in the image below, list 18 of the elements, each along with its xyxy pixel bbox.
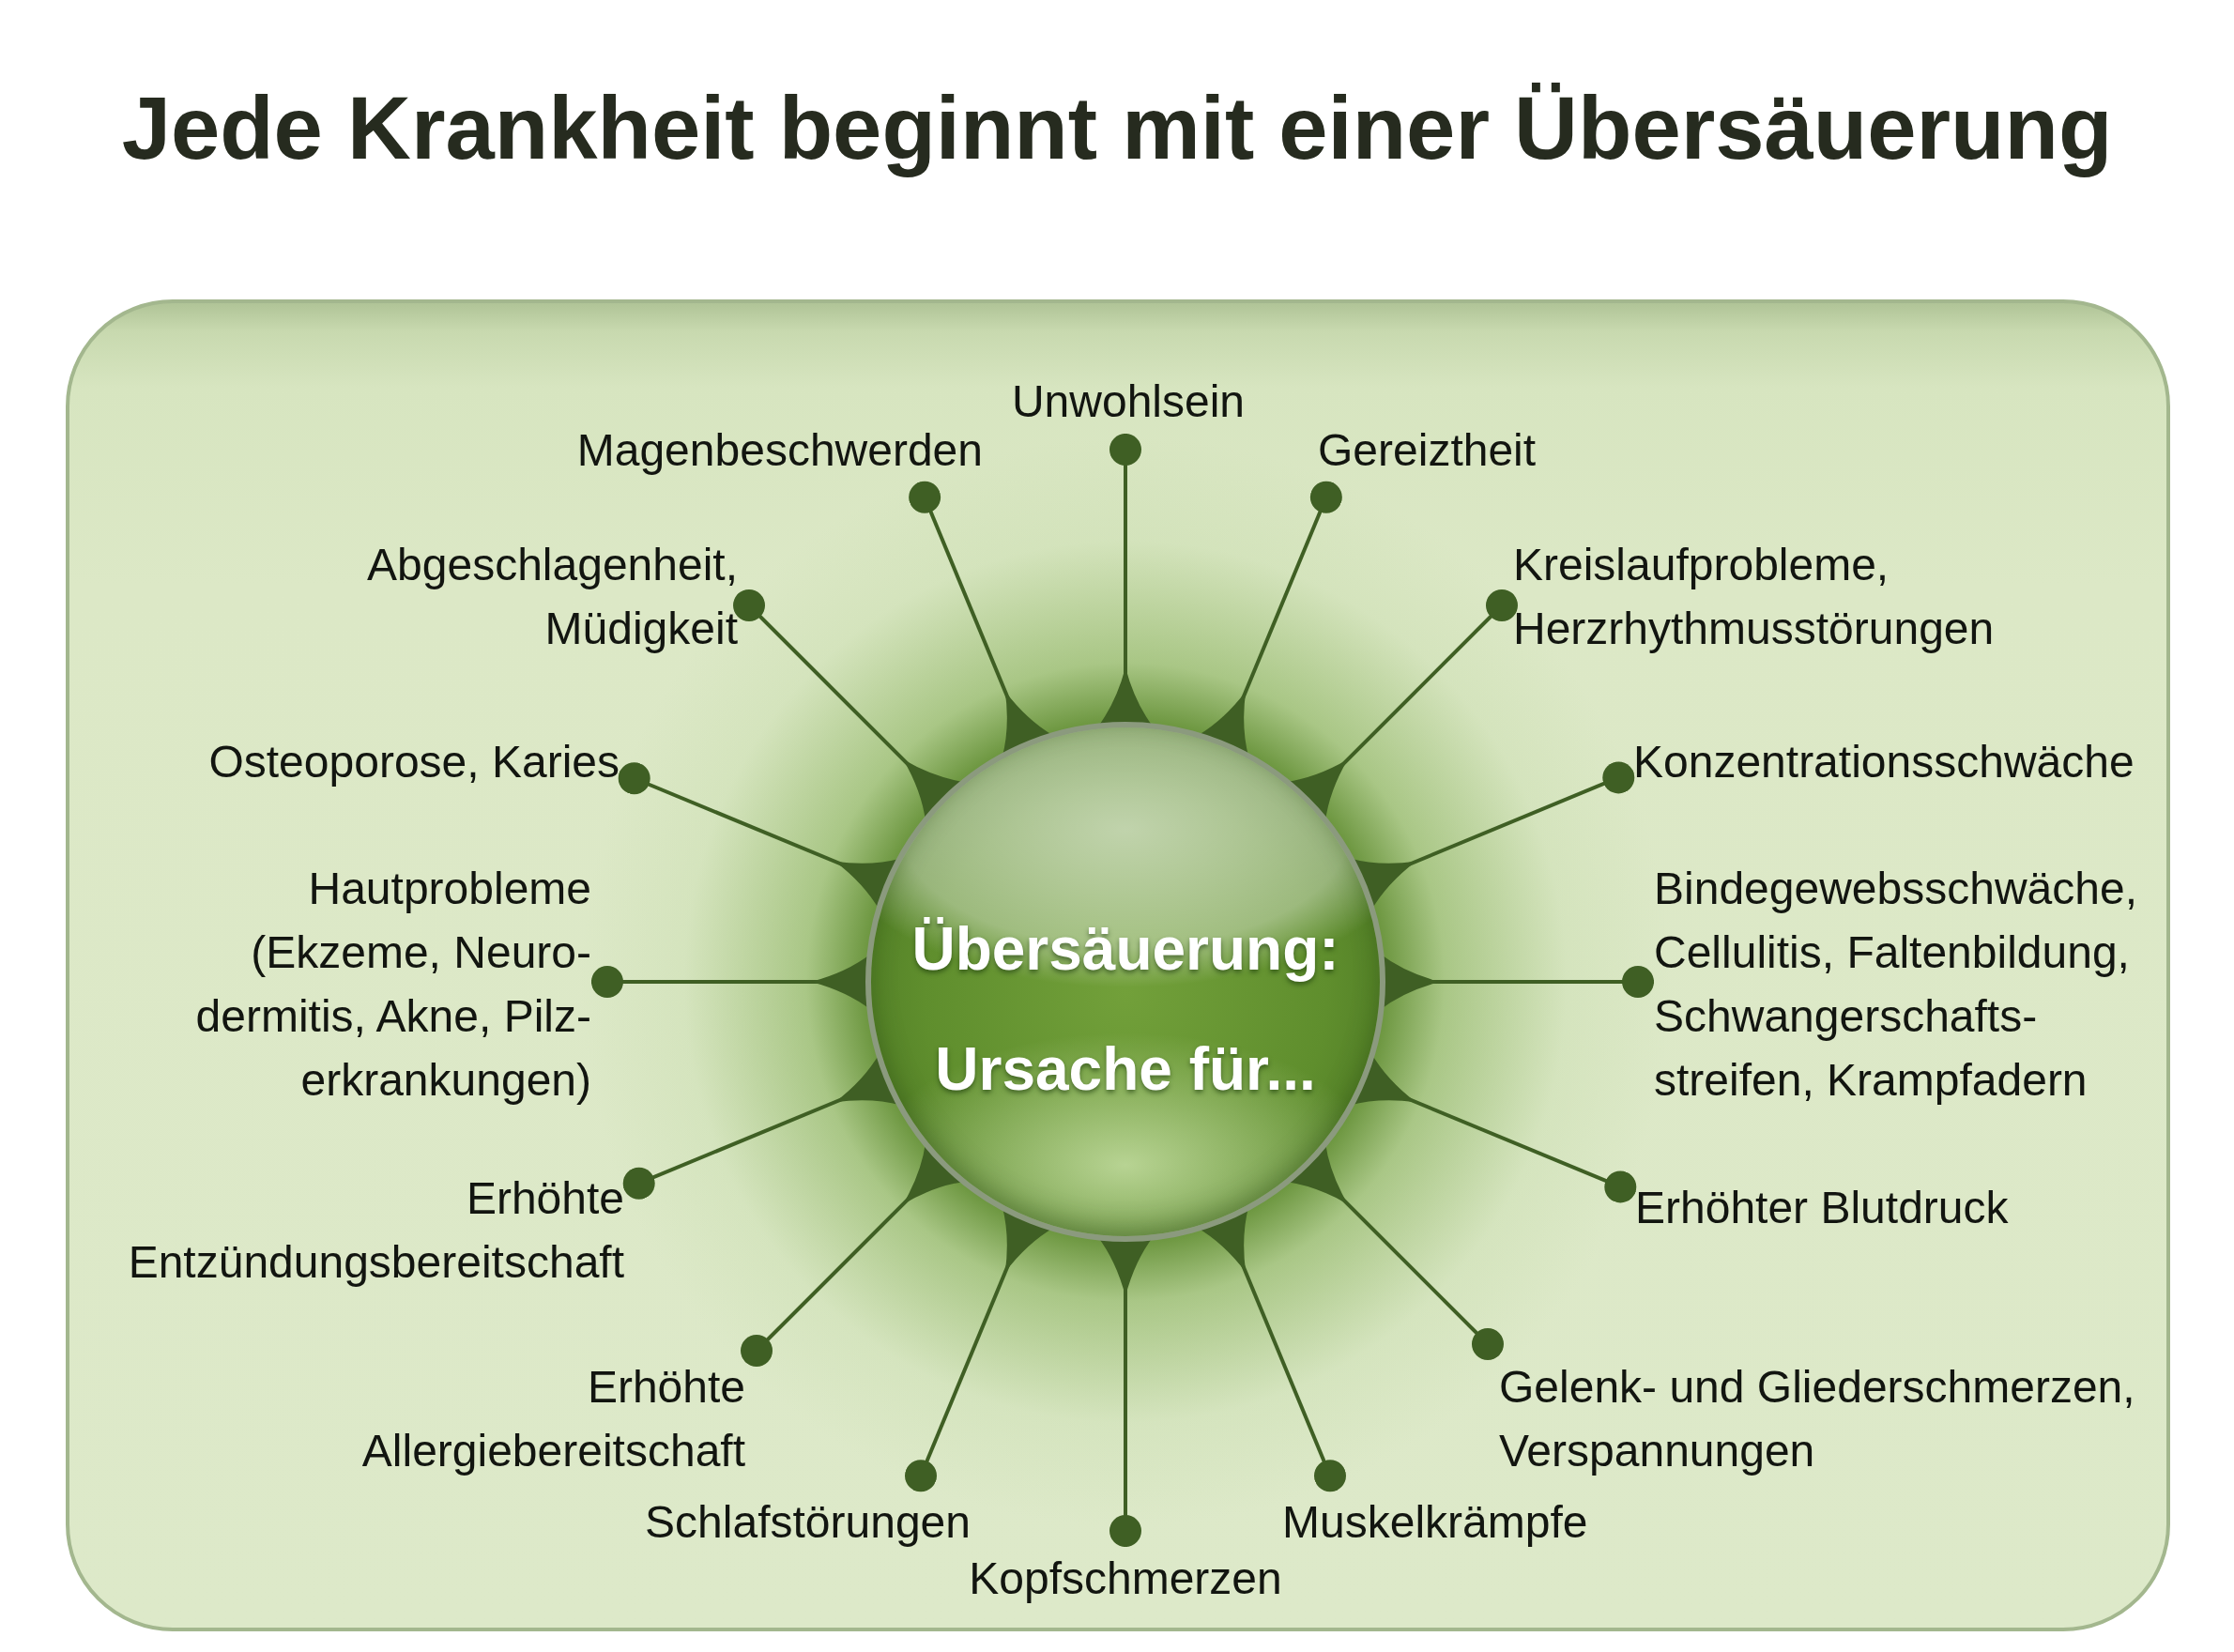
symptom-label: Kreislaufprobleme, Herzrhythmusstörungen — [1513, 533, 1997, 661]
symptom-label: Erhöhte Allergiebereitschaft — [360, 1355, 745, 1483]
symptom-label: Hautprobleme (Ekzeme, Neuro- dermitis, Akne, Pilz- erkrankungen) — [193, 857, 591, 1112]
symptom-label: Gereiztheit — [1318, 419, 1537, 482]
symptom-label: Unwohlsein — [1011, 370, 1246, 434]
center-label: Übersäuerung: Ursache für... — [910, 914, 1340, 1105]
symptom-label: Kopfschmerzen — [969, 1547, 1282, 1611]
symptom-label: Gelenk- und Gliederschmerzen, Verspannungen — [1499, 1355, 2137, 1483]
title: Jede Krankheit beginnt mit einer Übersäuerung — [121, 78, 2113, 179]
symptom-label: Magenbeschwerden — [576, 419, 983, 482]
symptom-label: Muskelkrämpfe — [1282, 1491, 1588, 1554]
symptom-label: Abgeschlagenheit, Müdigkeit — [365, 533, 738, 661]
symptom-label: Osteoporose, Karies — [208, 730, 620, 794]
symptom-label: Erhöhte Entzündungsbereitschaft — [126, 1167, 624, 1294]
symptom-label: Konzentrationsschwäche — [1633, 730, 2135, 794]
symptom-label: Bindegewebsschwäche, Cellulitis, Faltenbildung, Schwangerschafts- streifen, Krampfadern — [1654, 857, 2139, 1112]
symptom-label: Erhöhter Blutdruck — [1635, 1176, 2009, 1240]
symptom-label: Schlafstörungen — [645, 1491, 971, 1554]
